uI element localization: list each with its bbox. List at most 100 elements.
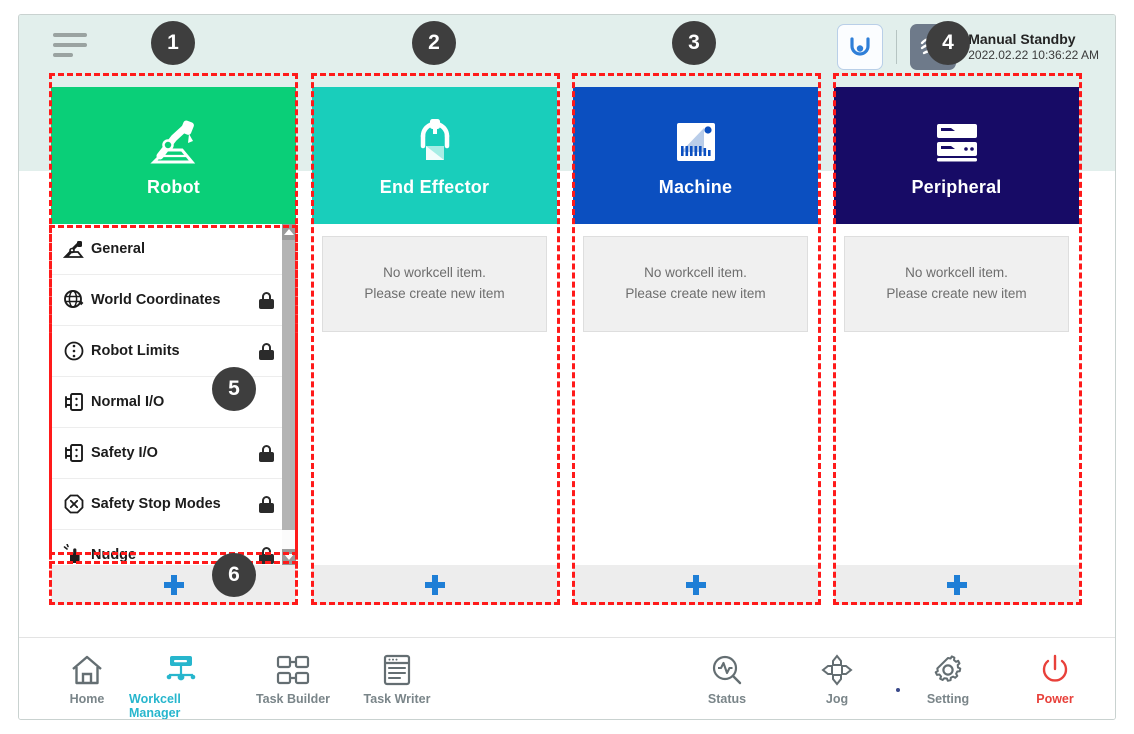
lock-icon <box>259 342 274 360</box>
list-item-safety-stop-modes[interactable]: Safety Stop Modes <box>51 479 282 530</box>
lock-icon <box>259 291 274 309</box>
lock-icon <box>259 495 274 513</box>
task-builder-icon <box>273 650 313 690</box>
nav-item-status[interactable]: Status <box>675 650 779 706</box>
card-title-robot: Robot <box>147 177 200 197</box>
list-item-safety-io[interactable]: Safety I/O <box>51 428 282 479</box>
list-item-label: General <box>91 241 145 257</box>
status-title: Manual Standby <box>968 30 1076 47</box>
list-item-robot-limits[interactable]: Robot Limits <box>51 326 282 377</box>
nav-item-workcell-manager[interactable]: Workcell Manager <box>129 650 233 720</box>
gripper-icon <box>410 113 460 171</box>
plus-icon <box>163 575 184 595</box>
application-window: Manual Standby 2022.02.22 10:36:22 AM <box>18 14 1116 720</box>
empty-line-2: Please create new item <box>364 286 505 301</box>
scrollbar-up-arrow-icon[interactable] <box>282 224 296 240</box>
workcell-card-robot: Robot General World Coordinates <box>51 87 296 605</box>
jog-dpad-icon <box>820 650 854 690</box>
add-peripheral-item-button[interactable] <box>834 565 1079 605</box>
workcell-manager-icon <box>162 650 200 690</box>
list-item-nudge[interactable]: Nudge <box>51 530 282 565</box>
header-toolbar: Manual Standby 2022.02.22 10:36:22 AM <box>19 15 1115 75</box>
list-scrollbar[interactable] <box>282 224 296 565</box>
nav-item-task-writer[interactable]: Task Writer <box>345 650 449 706</box>
hamburger-menu-icon[interactable] <box>53 33 93 61</box>
card-header-robot[interactable]: Robot <box>51 87 296 224</box>
scrollbar-thumb[interactable] <box>282 240 296 530</box>
nav-item-setting[interactable]: Setting <box>896 650 1000 706</box>
nav-label: Power <box>1036 692 1074 706</box>
empty-state-machine: No workcell item. Please create new item <box>583 236 808 332</box>
power-icon <box>1039 650 1071 690</box>
nav-separator-dot <box>896 688 900 692</box>
nav-item-task-builder[interactable]: Task Builder <box>241 650 345 706</box>
add-end-effector-item-button[interactable] <box>312 565 557 605</box>
hamburger-line <box>53 33 87 37</box>
nav-label: Setting <box>926 692 970 706</box>
nav-label: Task Builder <box>255 692 331 706</box>
empty-line-1: No workcell item. <box>905 265 1008 281</box>
nav-item-power[interactable]: Power <box>1003 650 1107 706</box>
card-header-peripheral[interactable]: Peripheral <box>834 87 1079 224</box>
peripheral-rack-icon <box>931 113 983 171</box>
status-text: Manual Standby 2022.02.22 10:36:22 AM <box>968 31 1099 64</box>
nav-label: Home <box>69 692 105 706</box>
io-port-icon <box>57 442 91 464</box>
limits-circle-icon <box>57 340 91 362</box>
status-cluster: Manual Standby 2022.02.22 10:36:22 AM <box>837 23 1099 71</box>
empty-line-1: No workcell item. <box>383 265 486 281</box>
nav-label: Workcell Manager <box>129 692 181 720</box>
scrollbar-down-arrow-icon[interactable] <box>282 549 296 565</box>
card-body-machine: No workcell item. Please create new item <box>573 224 818 565</box>
empty-line-2: Please create new item <box>625 286 766 301</box>
nav-label: Jog <box>825 692 849 706</box>
hamburger-line <box>53 53 73 57</box>
list-item-label: World Coordinates <box>91 292 221 308</box>
card-header-machine[interactable]: Machine <box>573 87 818 224</box>
card-body-peripheral: No workcell item. Please create new item <box>834 224 1079 565</box>
home-icon <box>70 650 104 690</box>
bottom-navigation-bar: Home Workcell Manager Task Builder Task … <box>19 637 1115 719</box>
list-item-normal-io[interactable]: Normal I/O <box>51 377 282 428</box>
nav-item-home[interactable]: Home <box>35 650 139 706</box>
lock-icon <box>259 444 274 462</box>
stop-octagon-icon <box>57 493 91 515</box>
globe-coordinates-icon <box>57 289 91 311</box>
empty-state-end-effector: No workcell item. Please create new item <box>322 236 547 332</box>
task-writer-icon <box>381 650 413 690</box>
toolbar-divider <box>896 30 898 64</box>
machine-cnc-icon <box>672 113 720 171</box>
add-machine-item-button[interactable] <box>573 565 818 605</box>
robot-settings-list: General World Coordinates Robot Lim <box>51 224 282 565</box>
list-item-label: Safety Stop Modes <box>91 496 221 512</box>
plus-icon <box>685 575 706 595</box>
workcell-card-row: Robot General World Coordinates <box>51 87 1085 605</box>
list-item-label: Normal I/O <box>91 394 165 410</box>
list-item-general[interactable]: General <box>51 224 282 275</box>
card-title-machine: Machine <box>658 177 733 197</box>
list-item-label: Safety I/O <box>91 445 158 461</box>
empty-state-peripheral: No workcell item. Please create new item <box>844 236 1069 332</box>
robot-arm-icon <box>146 113 202 171</box>
nav-label: Task Writer <box>363 692 431 706</box>
card-title-peripheral: Peripheral <box>911 177 1002 197</box>
nav-item-jog[interactable]: Jog <box>785 650 889 706</box>
workcell-card-machine: Machine No workcell item. Please create … <box>573 87 818 605</box>
plus-icon <box>946 575 967 595</box>
robot-mode-icon[interactable] <box>837 24 884 70</box>
empty-line-2: Please create new item <box>886 286 1027 301</box>
card-title-end-effector: End Effector <box>379 177 490 197</box>
card-header-end-effector[interactable]: End Effector <box>312 87 557 224</box>
empty-line-1: No workcell item. <box>644 265 747 281</box>
lock-icon <box>259 546 274 564</box>
list-item-label: Nudge <box>91 547 137 563</box>
list-item-label: Robot Limits <box>91 343 180 359</box>
list-item-world-coordinates[interactable]: World Coordinates <box>51 275 282 326</box>
workcell-card-end-effector: End Effector No workcell item. Please cr… <box>312 87 557 605</box>
hand-nudge-icon <box>57 544 91 565</box>
add-robot-item-button[interactable] <box>51 565 296 605</box>
gear-icon <box>931 650 965 690</box>
robot-arm-small-icon <box>57 239 91 259</box>
manual-hand-icon[interactable] <box>910 24 957 70</box>
status-scope-icon <box>710 650 744 690</box>
